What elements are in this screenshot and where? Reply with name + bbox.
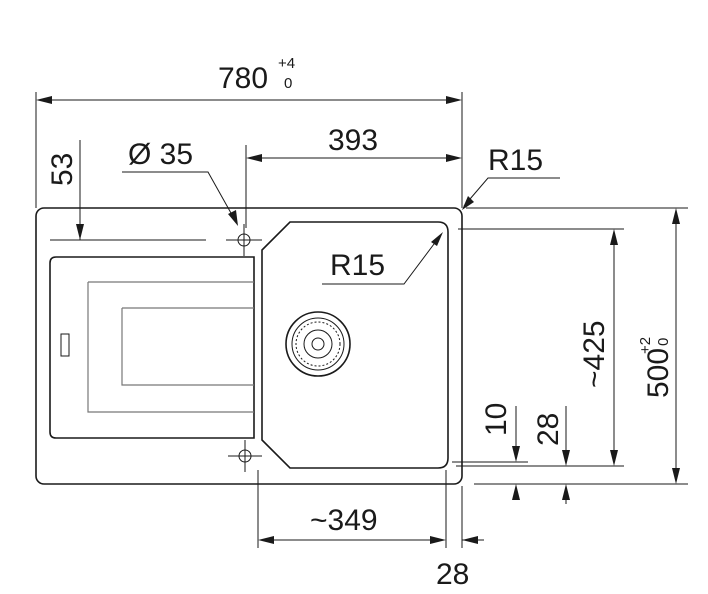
dim-offset-top: 53 [46, 140, 84, 240]
dim-overall-depth: 500 +2 0 [466, 207, 688, 485]
overall-depth-tol-upper: +2 [637, 337, 654, 354]
overall-width-label: 780 [218, 62, 268, 95]
bottom-offset-2-label: 28 [532, 413, 565, 446]
overall-width-tol-lower: 0 [284, 75, 292, 92]
right-offset-label: 28 [436, 558, 469, 591]
dim-bowl-offset: 393 [245, 124, 462, 228]
drain [285, 311, 351, 377]
offset-top-label: 53 [46, 153, 79, 186]
drainer-inner [87, 281, 254, 413]
bowl-width-label: ~349 [310, 504, 378, 537]
drain-hole-label: Ø 35 [128, 138, 193, 171]
tap-hole-top-icon [226, 224, 262, 256]
overall-depth-tol-lower: 0 [655, 338, 672, 346]
drainer-groove [121, 307, 254, 386]
sink-outline [35, 207, 463, 485]
sink-outer-edge [35, 207, 463, 485]
dim-bottom-offset-1: 10 [452, 403, 528, 500]
bowl-radius-label: R15 [330, 249, 385, 282]
outer-radius-label: R15 [488, 144, 543, 177]
dim-right-offset: 28 [436, 486, 484, 591]
dim-outer-radius: R15 [462, 144, 560, 210]
bowl-depth-label: ~425 [578, 320, 611, 388]
overall-width-tol-upper: +4 [278, 55, 295, 72]
drainer-outer [49, 256, 255, 439]
dim-overall-width: 780 +4 0 [35, 55, 463, 208]
bowl-offset-label: 393 [328, 124, 378, 157]
bowl-outline [261, 221, 449, 469]
overall-depth-label: 500 [642, 348, 675, 398]
dim-bowl-radius: R15 [322, 232, 443, 285]
tap-hole-bottom-icon [228, 440, 262, 472]
dim-bowl-width: ~349 [257, 470, 447, 548]
dim-bottom-offset-2: 28 [532, 406, 570, 504]
bottom-offset-1-label: 10 [480, 403, 513, 436]
dim-drain-hole: Ø 35 [122, 138, 238, 226]
dim-bowl-depth: ~425 [456, 228, 624, 467]
drainer-slot [60, 333, 70, 357]
